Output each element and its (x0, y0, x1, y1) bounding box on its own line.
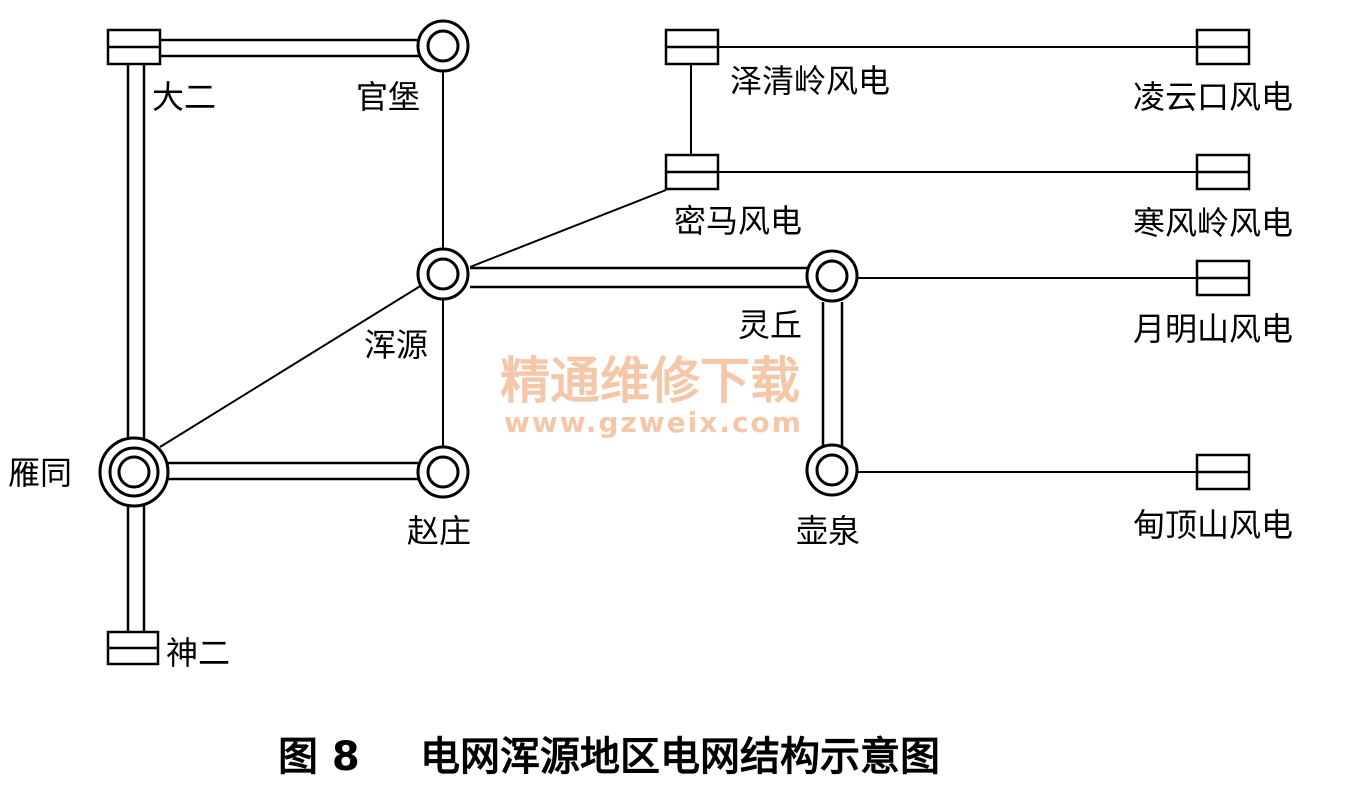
watermark-url: www.gzweix.com (504, 406, 803, 439)
label-lingqiu: 灵丘 (738, 306, 802, 344)
terminal-yuemingshan-icon (1195, 259, 1251, 297)
label-lingyunkou: 凌云口风电 (1133, 78, 1293, 116)
line-hunyuan-lingqiu (470, 266, 808, 289)
caption-title: 电网浑源地区电网结构示意图 (420, 734, 940, 780)
label-huquan: 壶泉 (796, 512, 860, 550)
figure-caption: 图 8 电网浑源地区电网结构示意图 (278, 734, 940, 780)
label-yuemingshan: 月明山风电 (1133, 310, 1293, 348)
substation-yantong-icon (98, 436, 170, 508)
line-daer-yantong (126, 65, 146, 446)
label-hanfengling: 寒风岭风电 (1133, 204, 1293, 242)
label-shener: 神二 (166, 634, 230, 672)
line-lingqiu-huquan (821, 302, 844, 450)
terminal-dianding-icon (1195, 453, 1251, 491)
substation-guanbao-icon (416, 19, 470, 73)
substation-huquan-icon (805, 443, 859, 497)
line-hunyuan-mima (469, 189, 667, 268)
single-lines (159, 46, 1197, 473)
terminal-lingyunkou-icon (1195, 28, 1251, 66)
label-zeqingling: 泽清岭风电 (730, 62, 890, 100)
label-zhaozhuang: 赵庄 (407, 512, 471, 550)
label-yantong: 雁同 (8, 454, 72, 492)
terminal-daer-icon (106, 28, 162, 66)
caption-figure-number: 图 8 (278, 734, 360, 780)
substation-hunyuan-icon (416, 247, 470, 301)
line-yantong-zhaozhuang (166, 461, 418, 481)
line-hunyuan-yantong (159, 284, 423, 448)
node-labels: 大二 官堡 泽清岭风电 凌云口风电 密马风电 寒风岭风电 浑源 灵丘 月明山风电… (8, 62, 1293, 672)
label-mima: 密马风电 (674, 202, 802, 240)
line-yantong-shener (126, 498, 146, 634)
label-hunyuan: 浑源 (364, 326, 428, 364)
substation-zhaozhuang-icon (416, 445, 470, 499)
label-dianding: 甸顶山风电 (1133, 506, 1293, 544)
terminal-hanfengling-icon (1195, 153, 1251, 191)
double-lines (126, 38, 844, 634)
terminal-zeqingling-icon (664, 28, 720, 66)
terminal-shener-icon (106, 630, 160, 666)
substation-lingqiu-icon (805, 249, 859, 303)
terminal-mima-icon (664, 153, 720, 191)
watermark: 精通维修下载 www.gzweix.com (500, 352, 803, 439)
label-daer: 大二 (152, 78, 216, 116)
watermark-text: 精通维修下载 (500, 352, 800, 410)
terminals (106, 28, 1251, 666)
label-guanbao: 官堡 (356, 78, 420, 116)
substations (98, 19, 859, 508)
line-daer-guanbao (160, 38, 420, 58)
